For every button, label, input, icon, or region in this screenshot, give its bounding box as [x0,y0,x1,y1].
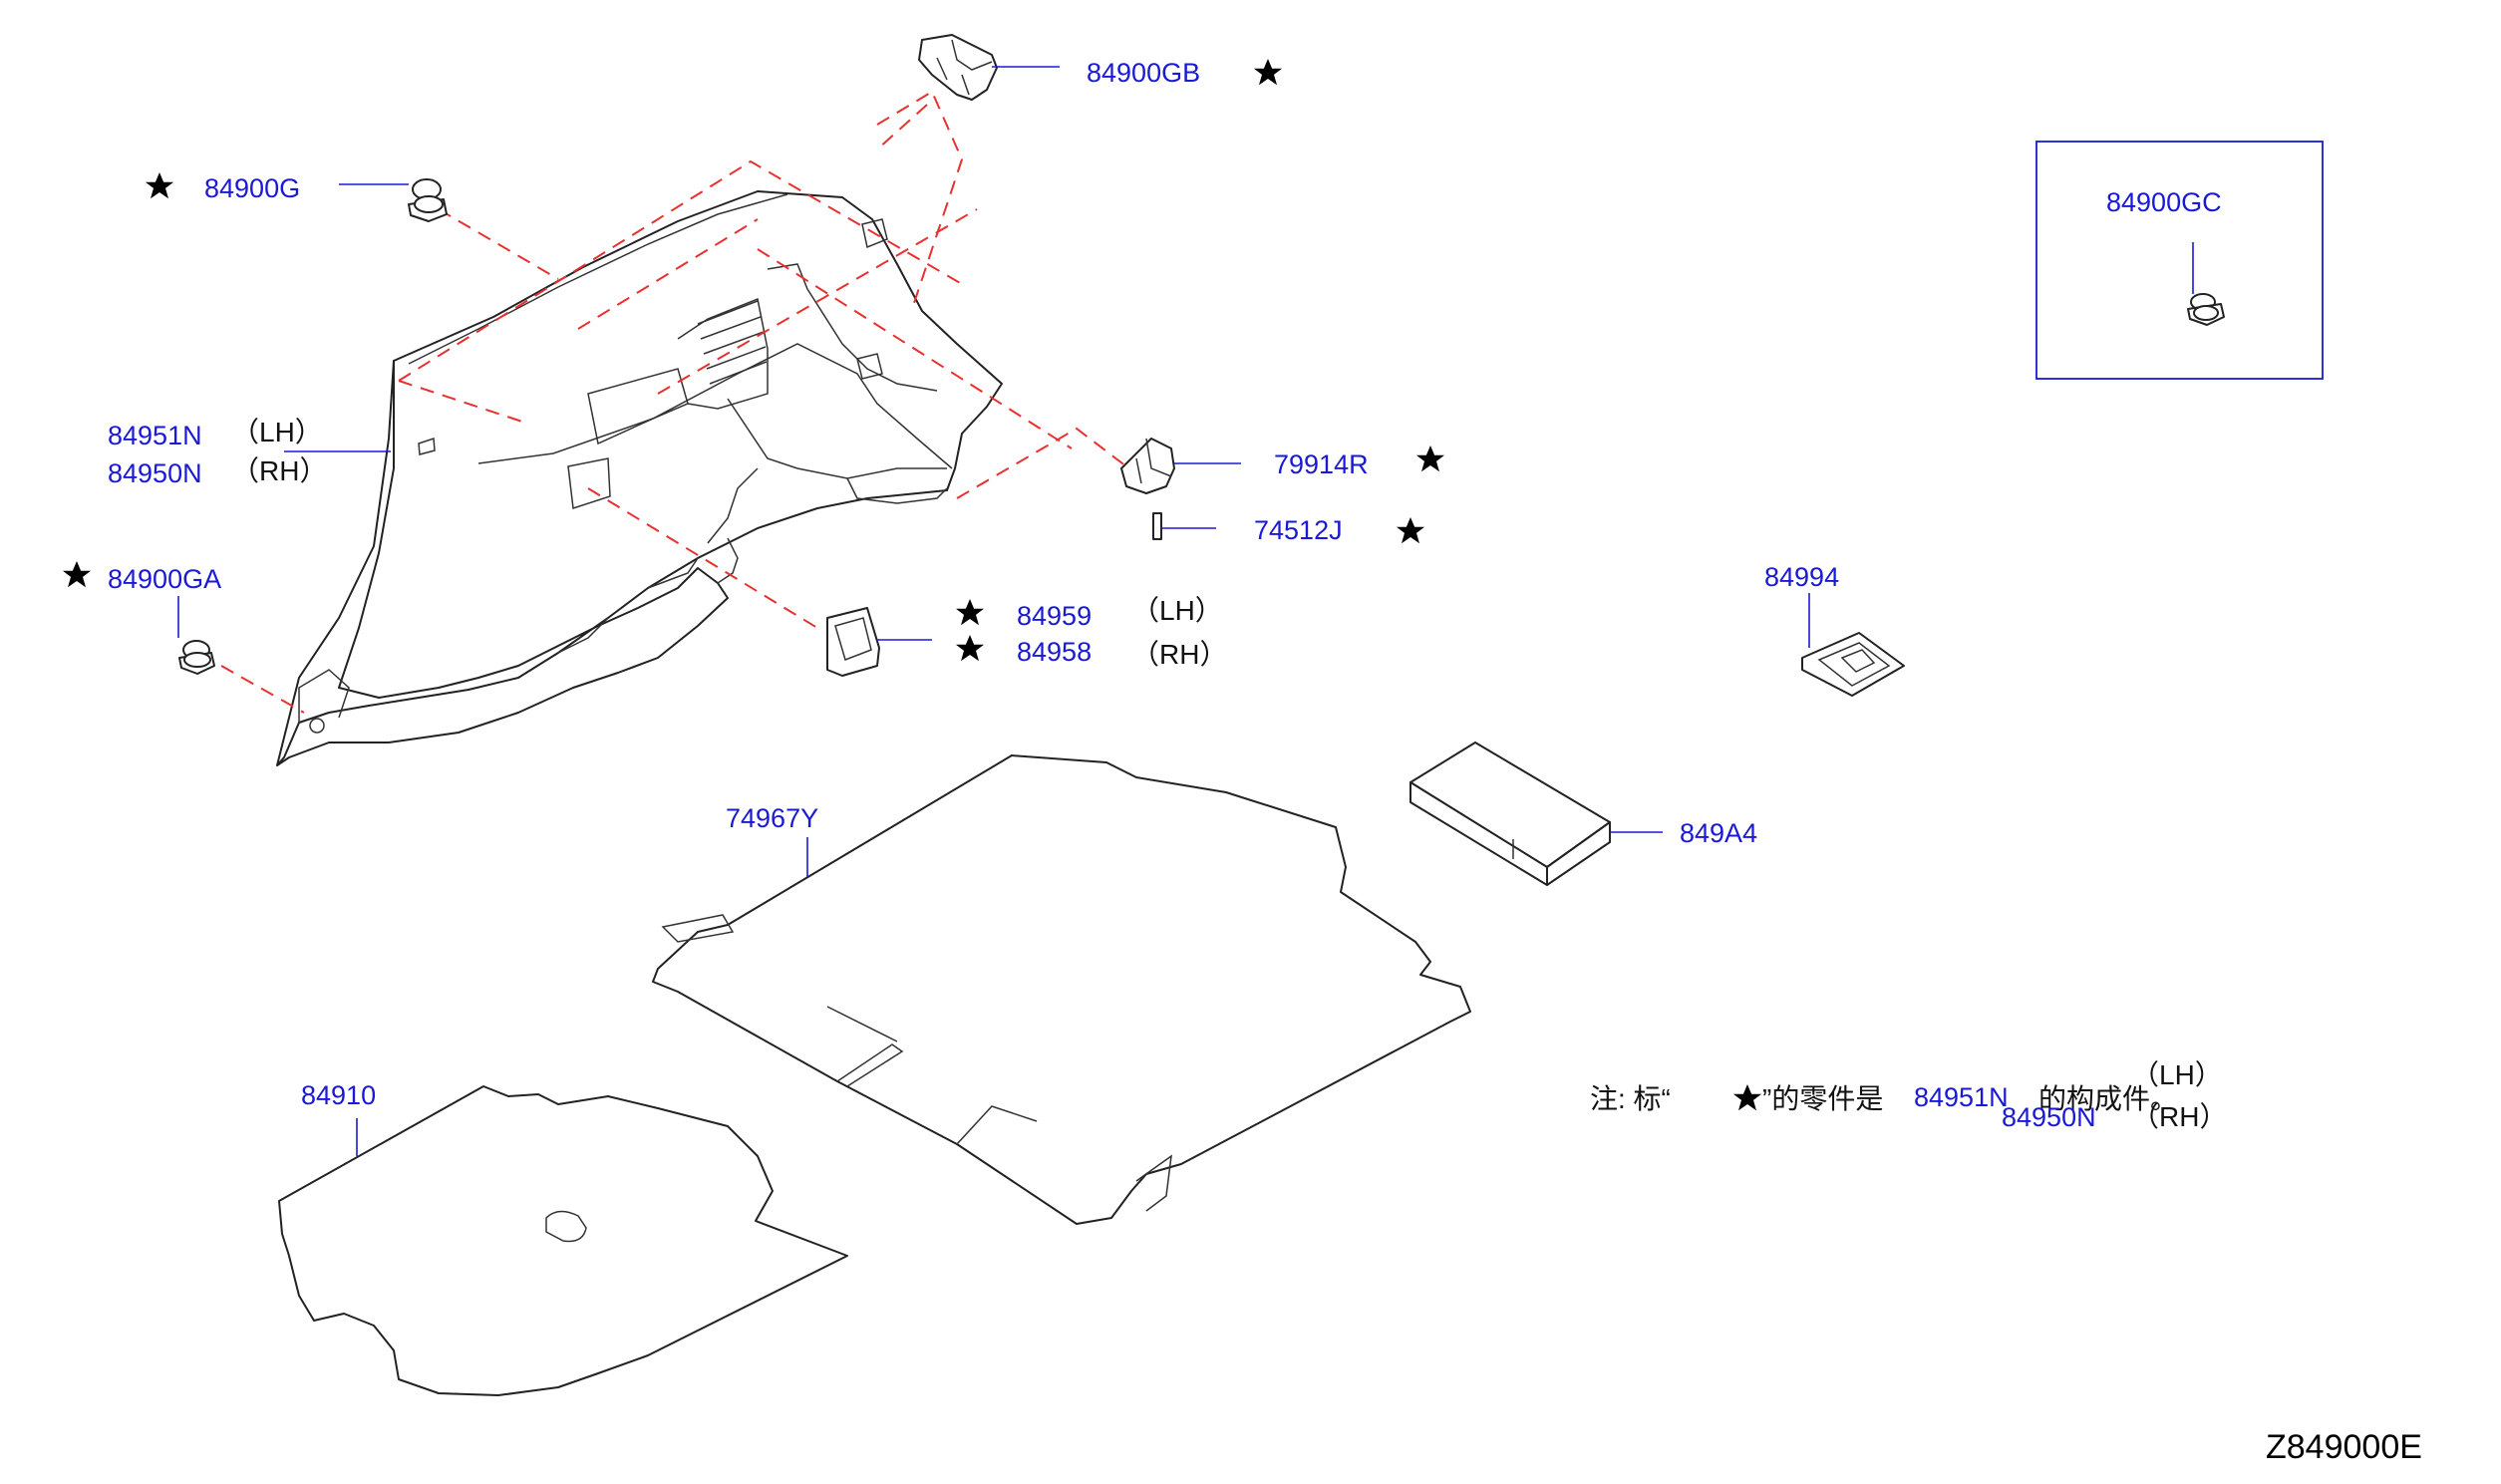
star-icon [1732,1083,1762,1111]
star-icon [955,598,985,626]
label-849a4[interactable]: 849A4 [1680,818,1757,848]
star-icon [1396,516,1425,544]
bracket-84994-icon [1801,632,1905,697]
label-84958[interactable]: 84958 [1017,637,1092,667]
diagram-code: Z849000E [2266,1428,2422,1466]
label-84910[interactable]: 84910 [301,1080,376,1110]
assembly-guide-lines [220,90,1127,714]
label-84994[interactable]: 84994 [1764,562,1839,592]
note-tail: 的构成件。 [2038,1083,2178,1114]
clip-84900g-icon [408,178,448,222]
note-side-lh: （LH） [2131,1059,2223,1090]
label-79914r[interactable]: 79914R [1274,449,1369,479]
star-icon [1415,445,1445,472]
note-prefix: 注: 标“ [1590,1083,1671,1114]
note-part-lh[interactable]: 84951N [1914,1082,2009,1112]
clip-84900ga-icon [178,640,215,675]
footnote: 注: 标“ ”的零件是 84951N 的构成件。 （LH） 84950N （RH… [1590,1059,2227,1132]
side-rh: （RH） [231,455,327,486]
label-84950n[interactable]: 84950N [108,458,202,488]
label-84900gc[interactable]: 84900GC [2106,187,2222,217]
clip-84900gc-icon [2187,293,2225,326]
clip-84900gb-icon [918,34,998,101]
label-84900ga[interactable]: 84900GA [108,564,221,594]
star-icon [1253,58,1283,86]
pin-74512j-icon [1152,512,1162,540]
note-side-rh: （RH） [2131,1101,2227,1132]
side-trim-panel-icon [276,190,1003,766]
label-74967y[interactable]: 74967Y [726,803,818,833]
label-84900g[interactable]: 84900G [204,173,300,203]
floor-board-74967y-icon [652,754,1471,1225]
star-icon [62,560,92,588]
side-lh: （LH） [231,417,323,447]
side-rh: （RH） [1131,639,1227,670]
cover-84959-icon [826,607,880,677]
side-lh: （LH） [1131,595,1223,626]
inset-box [2035,141,2324,380]
star-icon [145,171,174,199]
star-icon [955,634,985,662]
note-suffix: ”的零件是 [1762,1083,1883,1114]
clip-79914r-icon [1120,438,1175,494]
floor-mat-84910-icon [278,1085,848,1396]
label-84900gb[interactable]: 84900GB [1087,58,1200,88]
leader-lines [177,66,2194,1156]
label-84959[interactable]: 84959 [1017,601,1092,631]
note-part-rh[interactable]: 84950N [2002,1102,2096,1132]
label-84951n[interactable]: 84951N [108,421,202,450]
label-74512j[interactable]: 74512J [1254,515,1343,545]
box-849a4-icon [1409,742,1611,886]
